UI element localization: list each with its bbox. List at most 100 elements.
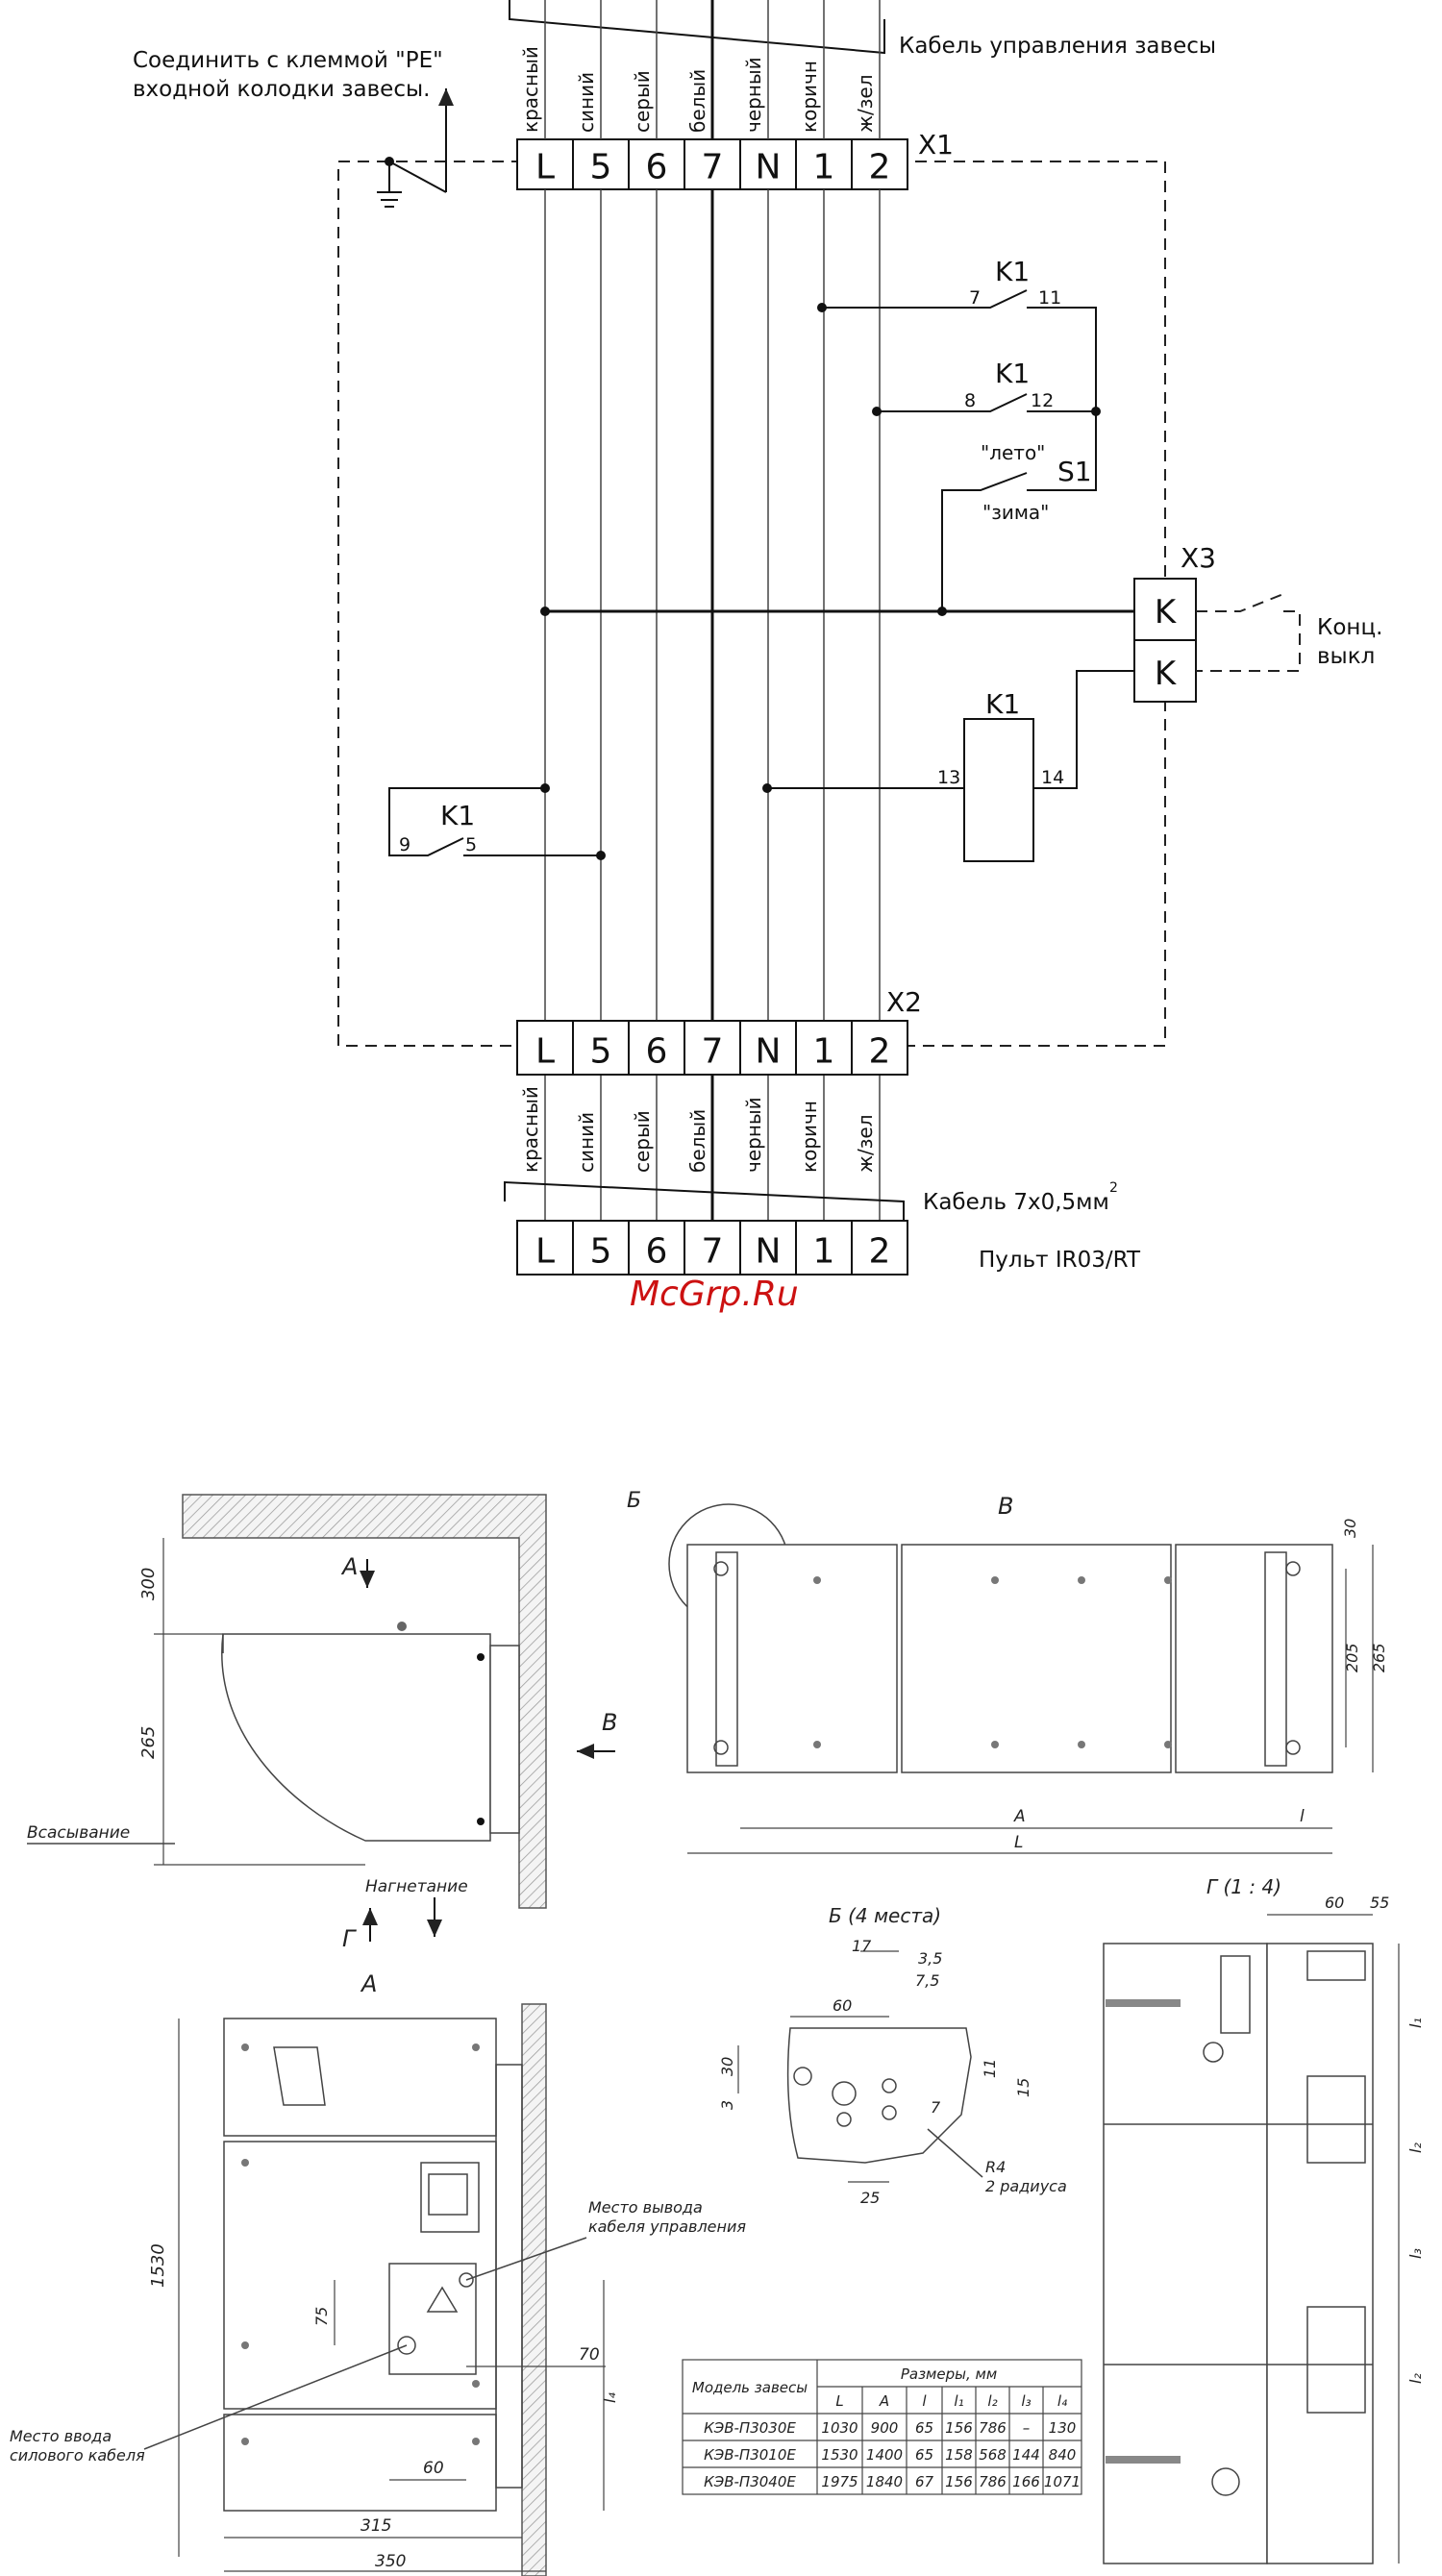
- x1-terminal-label-3: 7: [702, 148, 724, 187]
- view-a-label: А: [340, 1553, 358, 1580]
- dim-7-5: 7,5: [915, 1971, 939, 1990]
- dim-l2b: l₂: [1406, 2373, 1425, 2384]
- node-dot: [937, 607, 947, 616]
- dim-265-side: 265: [138, 1726, 159, 1759]
- dim-l: l: [1300, 1807, 1305, 1826]
- remote-terminal-label-0: L: [535, 1232, 555, 1272]
- table-cell: 1530: [821, 2446, 858, 2464]
- table-cell: –: [1023, 2419, 1031, 2437]
- mount-bracket: [489, 1645, 520, 1834]
- x1-terminal-label-2: 6: [646, 148, 668, 187]
- dim-60-b: 60: [833, 1996, 852, 2015]
- k1-contact-9-5: [388, 787, 601, 856]
- contact-8: 8: [964, 390, 976, 411]
- x2-terminal-label-3: 7: [702, 1032, 724, 1072]
- x3-k-bottom: K: [1155, 655, 1178, 693]
- k1-coil: [963, 718, 1034, 862]
- view-g: Г (1 : 4) 60 55 l₁ l₂ l₃ l₂: [1103, 1875, 1425, 2564]
- table-cell: 900: [871, 2419, 899, 2437]
- cable-sup: 2: [1109, 1180, 1118, 1196]
- wire-color-4: черный: [742, 57, 765, 133]
- pe-note-line1: Соединить с клеммой "PE": [133, 48, 443, 73]
- detail-b-title: Б (4 места): [829, 1904, 941, 1927]
- radius-line1: R4: [985, 2158, 1006, 2176]
- pe-leader: [388, 161, 447, 193]
- remote-terminal-cell-6: [851, 1220, 908, 1276]
- wire-color-0: красный: [519, 46, 542, 133]
- table-cell: 1840: [866, 2473, 903, 2490]
- limit-switch-line1: Конц.: [1317, 615, 1382, 640]
- dim-3-5: 3,5: [918, 1949, 942, 1968]
- table-cell: 568: [979, 2446, 1007, 2464]
- s1-switch: [941, 411, 1097, 611]
- dim-315: 315: [360, 2516, 391, 2536]
- dim-1530: 1530: [148, 2243, 168, 2288]
- detail-b: Б (4 места) 17 3,5 7,5 60 30 3 11 15 7 2…: [718, 1904, 1067, 2207]
- wire-color-1: синий: [575, 1112, 598, 1173]
- wire-color-4: черный: [742, 1097, 765, 1173]
- ground-symbol: [377, 157, 402, 208]
- table-cell: 156: [945, 2419, 973, 2437]
- x1-terminal-label-0: L: [535, 148, 555, 187]
- table-cell: 1400: [866, 2446, 903, 2464]
- unit-rear-panel: [1103, 1943, 1268, 2564]
- limit-switch-dashed: [1196, 593, 1301, 672]
- wire-color-6: ж/зел: [854, 1115, 877, 1173]
- cable-bracket: [504, 1180, 905, 1221]
- table-cell: 786: [979, 2419, 1007, 2437]
- remote-terminal-label-1: 5: [590, 1232, 612, 1272]
- x2-terminal-cell-6: [851, 1020, 908, 1076]
- contact-7: 7: [969, 287, 981, 309]
- dim-75: 75: [312, 2307, 331, 2326]
- x2-terminal-cell-4: [739, 1020, 797, 1076]
- x1-label: X1: [918, 129, 954, 161]
- radius-line2: 2 радиуса: [985, 2177, 1067, 2195]
- table-col-model: Модель завесы: [692, 2379, 808, 2396]
- table-cell: 166: [1012, 2473, 1040, 2490]
- k1-label-1: K1: [995, 256, 1030, 287]
- x3-terminal-top: [1133, 578, 1197, 641]
- remote-terminal-label-4: N: [756, 1232, 782, 1272]
- dim-l2: l₂: [1406, 2143, 1425, 2153]
- table-cell: 1030: [821, 2419, 858, 2437]
- side-view: А В 300 265 Всасывание Нагнетание Г: [27, 1494, 617, 1952]
- control-cable-label: Кабель управления завесы: [899, 34, 1216, 59]
- x2-terminal-label-2: 6: [646, 1032, 668, 1072]
- table-col-group: Размеры, мм: [901, 2365, 997, 2383]
- table-frame: [682, 2359, 1082, 2495]
- pe-note-line2: входной колодки завесы.: [133, 77, 430, 102]
- table-cell: 1071: [1044, 2473, 1081, 2490]
- contact-5: 5: [465, 834, 477, 855]
- wire-color-0: красный: [519, 1086, 542, 1173]
- contact-9: 9: [399, 834, 410, 855]
- unit-front-panel-right: [1175, 1544, 1333, 1773]
- remote-terminal-cell-1: [572, 1220, 630, 1276]
- vertical-wires: [544, 0, 881, 1221]
- wire-color-5: коричн: [798, 61, 821, 133]
- node-dot: [540, 607, 550, 616]
- node-dot: [762, 783, 772, 793]
- front-view-v: Б В 30 205 265 A l L: [627, 1489, 1388, 1854]
- dim-7: 7: [931, 2098, 941, 2117]
- table-cell: 156: [945, 2473, 973, 2490]
- view-a-title: А: [360, 1970, 377, 1997]
- table-cell: 1975: [821, 2473, 858, 2490]
- x2-terminal-label-0: L: [535, 1032, 555, 1072]
- discharge-label: Нагнетание: [365, 1877, 468, 1896]
- k1-contact-8-12: [877, 393, 1096, 412]
- table-head-5: l₃: [1021, 2392, 1031, 2410]
- cable-label: Кабель 7х0,5мм: [923, 1190, 1109, 1215]
- view-b-callout: Б: [627, 1489, 641, 1513]
- wire-color-2: серый: [631, 70, 654, 133]
- view-v-arrow-label: В: [602, 1709, 617, 1736]
- k1-contact-7-11: [822, 289, 1097, 411]
- warning-triangle: [426, 2286, 459, 2313]
- coil-wire-14: [1033, 670, 1134, 789]
- unit-front-panel-mid: [901, 1544, 1172, 1773]
- table-cell: 65: [915, 2446, 933, 2464]
- view-g-title: Г (1 : 4): [1206, 1875, 1281, 1898]
